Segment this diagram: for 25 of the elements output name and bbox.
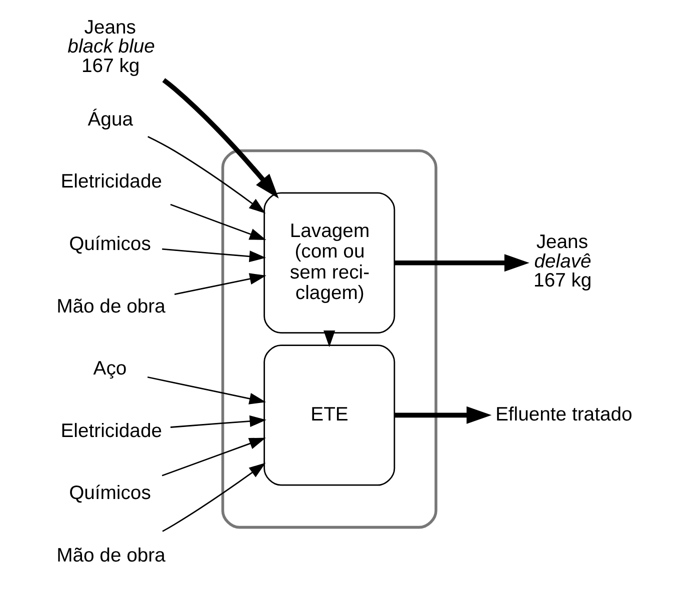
node-text: Químicos <box>69 233 151 256</box>
arrow <box>162 462 266 532</box>
node-text: Jeans delavê 167 kg <box>534 230 592 292</box>
node-text: Mão de obra <box>56 544 166 567</box>
node-text: Eletricidade <box>60 420 162 442</box>
arrow <box>394 254 530 272</box>
arrow <box>170 415 266 428</box>
node-text: Efluente tratado <box>495 403 632 426</box>
arrow <box>147 376 266 404</box>
node-box: ETE <box>264 344 396 486</box>
arrow <box>170 204 266 240</box>
arrow <box>162 438 266 476</box>
arrow <box>324 330 336 348</box>
node-text: Eletricidade <box>60 170 162 193</box>
arrow <box>162 78 279 199</box>
arrow <box>148 136 266 214</box>
node-text: Água <box>88 108 134 130</box>
node-text: Aço <box>93 358 127 380</box>
cluster <box>221 149 438 529</box>
node-text: Mão de obra <box>56 295 166 318</box>
node-text: Jeans black blue 167 kg <box>68 16 155 78</box>
node-text: Químicos <box>69 482 151 504</box>
arrow <box>174 273 266 295</box>
arrow <box>394 406 492 424</box>
arrow <box>162 248 266 262</box>
